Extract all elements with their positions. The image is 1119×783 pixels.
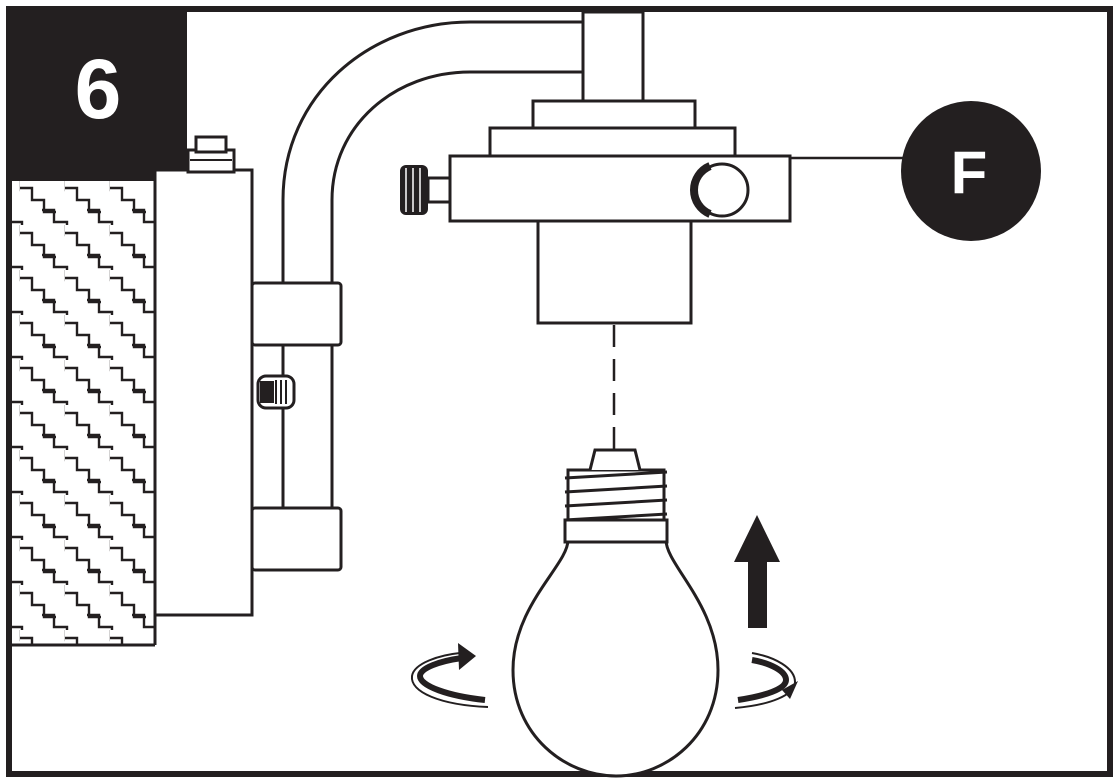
step-number: 6 bbox=[75, 42, 122, 136]
arm-screw bbox=[256, 374, 296, 410]
bracket-arm bbox=[281, 20, 583, 510]
callout-f-letter: F bbox=[951, 139, 988, 206]
up-arrow-icon bbox=[734, 515, 780, 628]
front-knob bbox=[690, 162, 750, 218]
rotate-clockwise-icon bbox=[410, 643, 798, 709]
callout-f: F bbox=[790, 101, 1041, 241]
light-bulb bbox=[511, 448, 720, 778]
wall-plate bbox=[153, 135, 254, 617]
arm-clamps bbox=[250, 281, 343, 572]
wall-texture bbox=[12, 180, 157, 647]
step-number-badge: 6 bbox=[9, 9, 187, 181]
left-thumbscrew bbox=[400, 165, 452, 215]
